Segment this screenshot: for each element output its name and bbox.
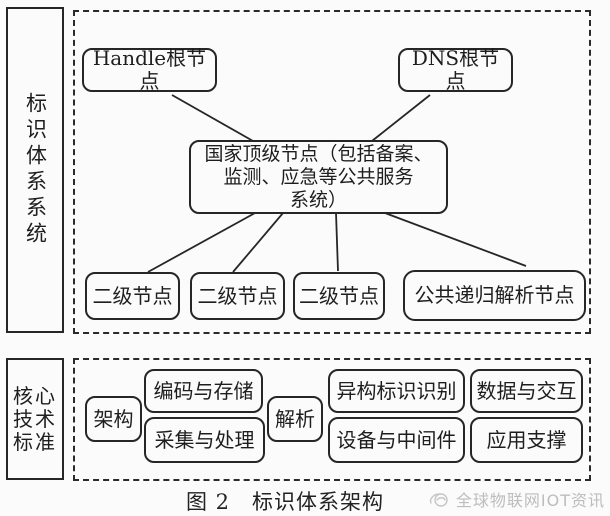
node-resolution: 解析 <box>267 396 323 442</box>
node-label: 架构 <box>93 406 134 431</box>
side-label-line: 核心 <box>13 383 57 408</box>
node-secondary-3: 二级节点 <box>293 272 385 320</box>
side-label-line: 标准 <box>13 429 57 454</box>
node-secondary-2: 二级节点 <box>190 272 285 320</box>
node-label-line: 系统） <box>289 188 347 211</box>
node-collection-processing: 采集与处理 <box>144 417 265 463</box>
node-label: DNS根节点 <box>411 46 500 93</box>
node-label: 二级节点 <box>197 283 278 308</box>
node-label: 设备与中间件 <box>336 427 457 452</box>
node-label: 应用支撑 <box>486 427 567 452</box>
watermark-text: 全球物联网IOT资讯 <box>455 491 605 510</box>
node-secondary-1: 二级节点 <box>85 272 180 320</box>
side-label-text: 标识体系系统 <box>23 92 48 248</box>
node-public-recursive-resolution: 公共递归解析节点 <box>403 270 586 321</box>
side-label-identification-system: 标识体系系统 <box>6 7 64 333</box>
watermark-logo-icon <box>428 490 452 509</box>
node-encoding-storage: 编码与存储 <box>144 369 263 413</box>
top-dashed-container <box>73 10 591 334</box>
node-application-support: 应用支撑 <box>470 417 583 463</box>
side-label-core-technical-standards: 核心 技术 标准 <box>6 358 64 480</box>
node-national-top: 国家顶级节点（包括备案、 监测、应急等公共服务 系统） <box>189 140 448 214</box>
node-label: 编码与存储 <box>153 378 254 403</box>
node-label: 二级节点 <box>299 283 379 308</box>
node-label: 二级节点 <box>92 283 173 308</box>
node-data-interaction: 数据与交互 <box>470 369 583 413</box>
node-label-line: 国家顶级节点（包括备案、 <box>204 142 433 165</box>
watermark: 全球物联网IOT资讯 <box>428 487 605 511</box>
node-heterogeneous-id-recognition: 异构标识识别 <box>328 369 465 413</box>
figure-caption: 图 2 标识体系架构 <box>185 490 385 514</box>
node-label: 采集与处理 <box>154 427 255 452</box>
node-dns-root: DNS根节点 <box>398 46 513 93</box>
node-label: Handle根节点 <box>92 46 207 93</box>
node-label-line: 监测、应急等公共服务 <box>223 165 414 188</box>
bottom-dashed-container <box>73 358 591 481</box>
node-label: 公共递归解析节点 <box>414 283 575 307</box>
side-label-line: 技术 <box>13 406 57 431</box>
node-label: 解析 <box>275 406 315 431</box>
node-label: 异构标识识别 <box>336 378 457 403</box>
node-label: 数据与交互 <box>476 378 577 403</box>
node-handle-root: Handle根节点 <box>82 46 217 93</box>
node-architecture: 架构 <box>85 396 142 442</box>
node-device-middleware: 设备与中间件 <box>328 417 465 463</box>
